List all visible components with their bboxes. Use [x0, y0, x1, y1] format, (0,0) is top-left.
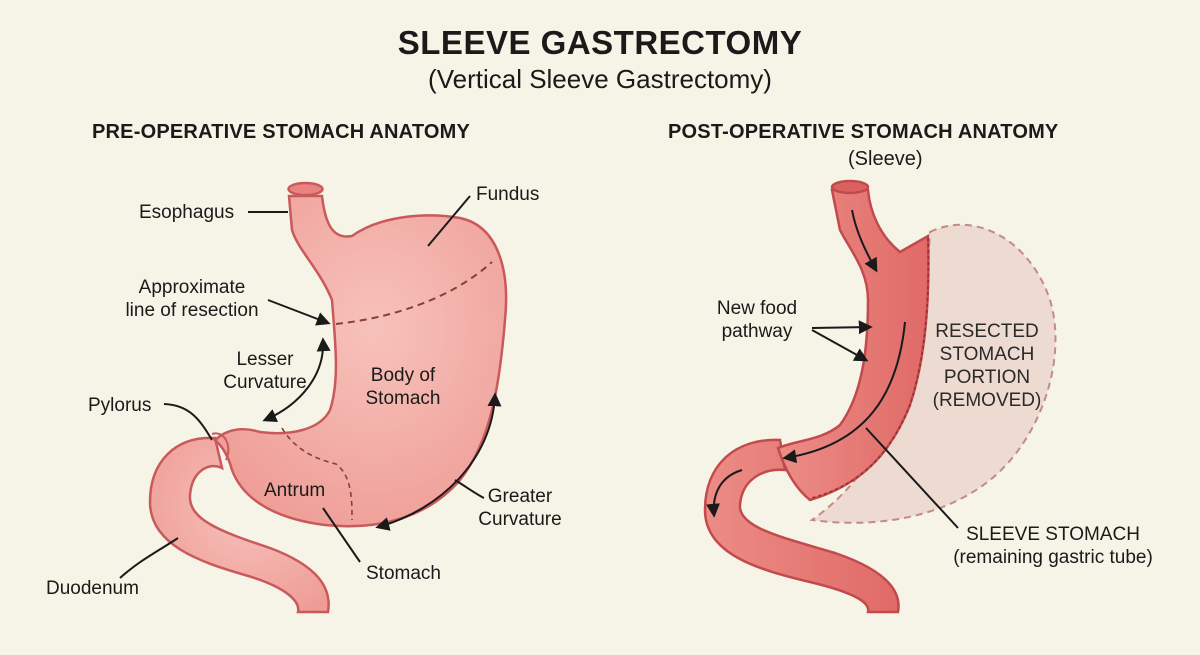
pre-pylorus-ring	[211, 432, 230, 461]
label-antrum: Antrum	[264, 480, 326, 501]
food-pathway-arrow-main	[782, 321, 906, 464]
food-pathway-arrow-exit	[706, 469, 743, 518]
pre-op-annotations	[119, 195, 502, 579]
label-greater-curvature: Greater Curvature	[478, 486, 562, 530]
post-duodenum	[703, 438, 900, 614]
food-pathway-arrow-upper	[851, 209, 878, 273]
label-esophagus: Esophagus	[139, 202, 235, 223]
label-duodenum: Duodenum	[46, 578, 139, 599]
label-stomach: Stomach	[366, 563, 441, 584]
pre-duodenum	[148, 436, 330, 614]
label-body-of-stomach: Body of Stomach	[365, 365, 441, 409]
post-op-heading: POST-OPERATIVE STOMACH ANATOMY	[668, 121, 1059, 143]
post-op-subheading: (Sleeve)	[848, 148, 923, 170]
label-fundus: Fundus	[476, 184, 540, 205]
diagram-subtitle: (Vertical Sleeve Gastrectomy)	[428, 64, 772, 94]
label-sleeve-stomach: SLEEVE STOMACH (remaining gastric tube)	[953, 524, 1153, 568]
staple-line	[811, 237, 930, 499]
post-op-stomach	[703, 179, 1057, 614]
label-lesser-curvature: Lesser Curvature	[223, 349, 307, 393]
post-op-annotations	[811, 320, 959, 529]
pre-resection-line	[335, 261, 493, 325]
label-new-food-pathway: New food pathway	[716, 298, 798, 342]
resected-portion	[809, 223, 1057, 524]
label-resected-portion: RESECTED STOMACH PORTION (REMOVED)	[932, 321, 1042, 411]
label-pylorus: Pylorus	[88, 395, 152, 416]
label-resection-line: Approximate line of resection	[125, 277, 259, 321]
diagram-title: SLEEVE GASTRECTOMY	[397, 24, 803, 61]
pre-esophagus-opening	[287, 181, 324, 197]
post-esophagus-opening	[830, 179, 870, 195]
pre-op-heading: PRE-OPERATIVE STOMACH ANATOMY	[92, 121, 471, 143]
pre-antrum-boundary	[281, 427, 353, 521]
